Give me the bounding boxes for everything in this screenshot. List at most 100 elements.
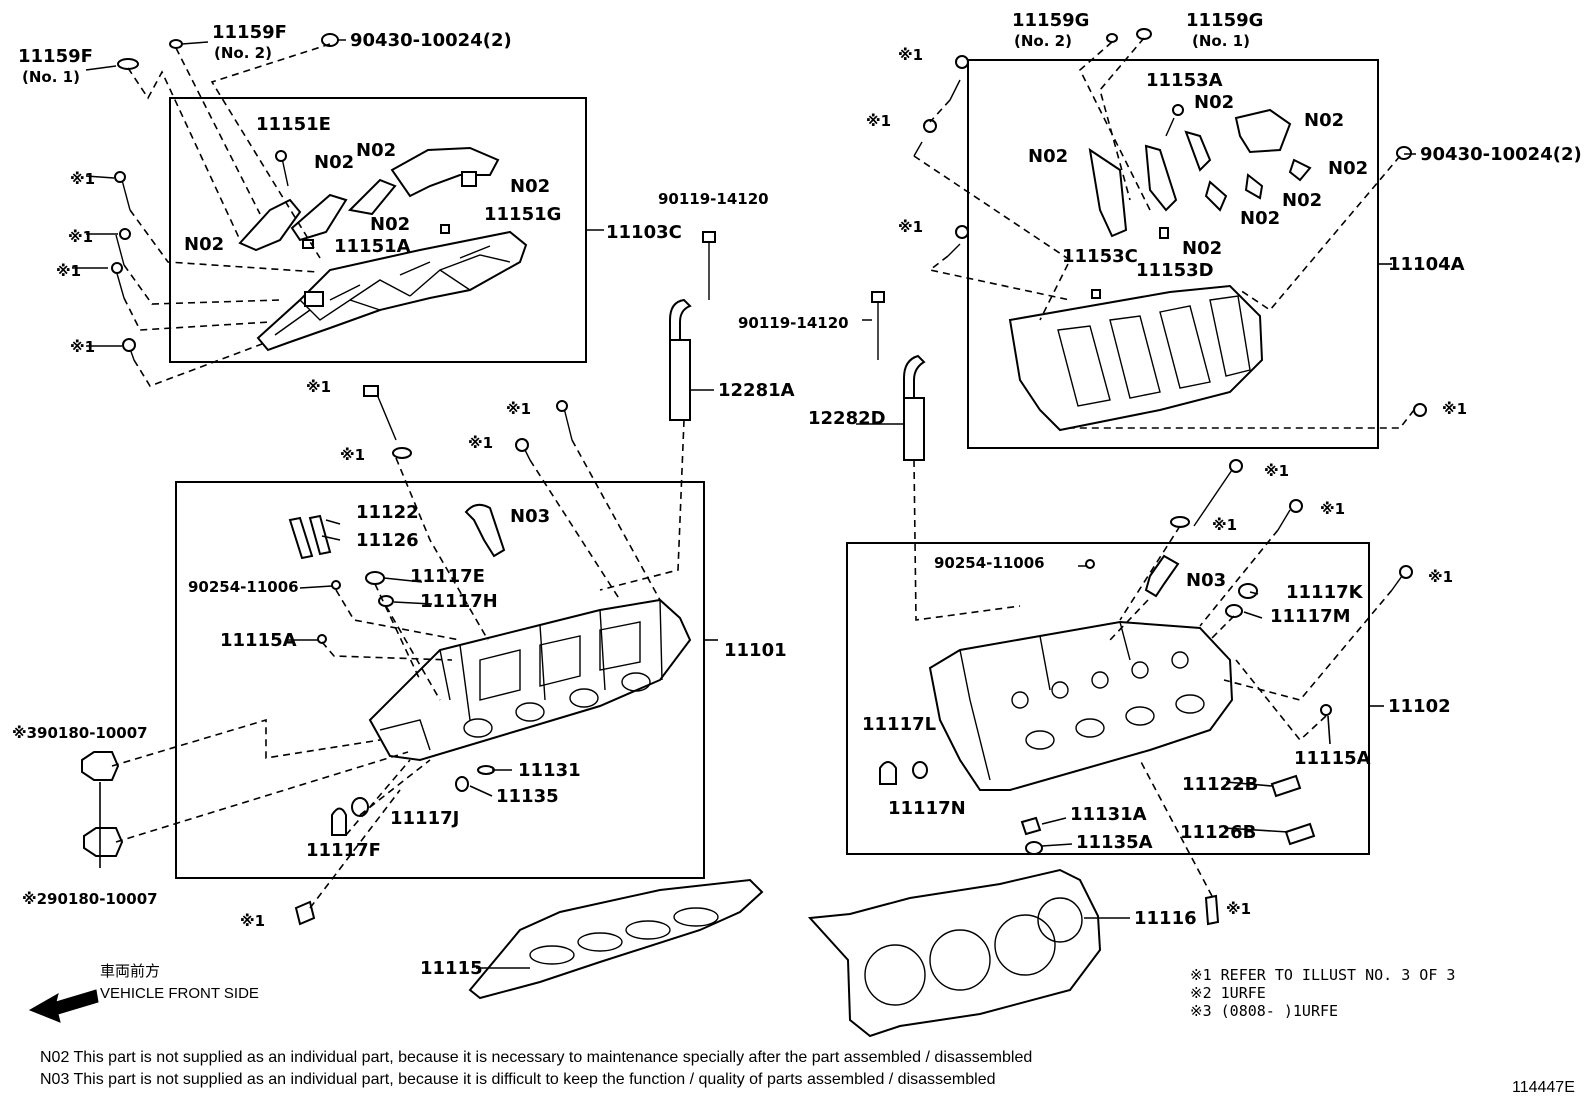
cam-housing-right-drawing <box>913 28 1427 432</box>
label-N02-e: N02 <box>184 234 224 255</box>
part-labels: 11159F (No. 1) 11159F (No. 2) 90430-1002… <box>12 10 1582 979</box>
label-290180: ※290180-10007 <box>22 890 158 908</box>
cylinder-head-left-box <box>175 481 705 879</box>
cam-housing-right-box <box>967 59 1379 449</box>
label-ref1-e: ※1 <box>306 378 331 396</box>
label-11117K: 11117K <box>1286 582 1364 603</box>
label-11117M: 11117M <box>1270 606 1351 627</box>
label-N02-d: N02 <box>370 214 410 235</box>
cylinder-head-right-box <box>846 542 1370 855</box>
footnote-n02: N02 This part is not supplied as an indi… <box>40 1049 1032 1066</box>
label-11117H: 11117H <box>420 591 498 612</box>
gasket-right-drawing <box>807 868 1102 1038</box>
label-11153C: 11153C <box>1062 246 1138 267</box>
label-90254-b: 90254-11006 <box>934 554 1045 572</box>
label-ref1-b: ※1 <box>68 228 93 246</box>
label-11117L: 11117L <box>862 714 936 735</box>
leader-lines-right-head <box>1109 525 1393 897</box>
cam-housing-left-drawing <box>111 33 528 361</box>
label-11117N: 11117N <box>888 798 966 819</box>
label-11135: 11135 <box>496 786 559 807</box>
label-90430-left: 90430-10024(2) <box>350 30 512 51</box>
reference-notes: ※1 REFER TO ILLUST NO. 3 OF 3 ※2 1URFE ※… <box>1190 966 1455 1020</box>
leader-lines-left-head <box>99 439 718 909</box>
label-N03-b: N03 <box>1186 570 1226 591</box>
leader-lines-left-top <box>123 43 604 387</box>
label-ref1-o: ※1 <box>1212 516 1237 534</box>
diagram-id: 114447E <box>1512 1079 1575 1096</box>
label-ref1-i: ※1 <box>240 912 265 930</box>
label-ref1-l: ※1 <box>898 218 923 236</box>
label-11131A: 11131A <box>1070 804 1147 825</box>
leader-lines-right-top <box>913 37 1415 429</box>
label-90254-a: 90254-11006 <box>188 578 299 596</box>
label-ref1-f: ※1 <box>340 446 365 464</box>
label-11126: 11126 <box>356 530 419 551</box>
label-ref1-p: ※1 <box>1320 500 1345 518</box>
label-11104A: 11104A <box>1388 254 1465 275</box>
footnote-n03: N03 This part is not supplied as an indi… <box>40 1071 996 1088</box>
label-90430-right: 90430-10024(2) <box>1420 144 1582 165</box>
label-11159G-no2-sub: (No. 2) <box>1014 32 1072 50</box>
label-ref1-a: ※1 <box>70 170 95 188</box>
label-11159F-no2: 11159F <box>212 22 287 43</box>
label-N02-g: N02 <box>1304 110 1344 131</box>
label-11159G-no1: 11159G <box>1186 10 1263 31</box>
label-N02-a: N02 <box>314 152 354 173</box>
label-90119-b: 90119-14120 <box>738 314 849 332</box>
direction-legend: 車両前方 VEHICLE FRONT SIDE <box>100 963 259 1002</box>
label-leaders <box>72 39 1416 969</box>
direction-jp: 車両前方 <box>100 963 160 980</box>
label-11126B: 11126B <box>1180 822 1256 843</box>
label-ref1-h: ※1 <box>468 434 493 452</box>
label-11115A-left: 11115A <box>220 630 297 651</box>
label-11103C: 11103C <box>606 222 682 243</box>
label-11131: 11131 <box>518 760 581 781</box>
gasket-left-drawing <box>468 878 764 1000</box>
label-ref1-g: ※1 <box>506 400 531 418</box>
label-ref1-r: ※1 <box>1226 900 1251 918</box>
label-N02-c: N02 <box>510 176 550 197</box>
label-11117F: 11117F <box>306 840 381 861</box>
vehicle-front-arrow-icon <box>28 989 99 1023</box>
label-90119-a: 90119-14120 <box>658 190 769 208</box>
label-11117J: 11117J <box>390 808 459 829</box>
label-ref1-j: ※1 <box>898 46 923 64</box>
label-11151E: 11151E <box>256 114 331 135</box>
label-11159F-no2-sub: (No. 2) <box>214 44 272 62</box>
label-11116: 11116 <box>1134 908 1197 929</box>
label-ref1-k: ※1 <box>866 112 891 130</box>
label-11153D: 11153D <box>1136 260 1214 281</box>
label-ref1-c: ※1 <box>56 262 81 280</box>
label-11159G-no1-sub: (No. 1) <box>1192 32 1250 50</box>
cylinder-head-left-drawing <box>81 385 692 926</box>
label-N02-b: N02 <box>356 140 396 161</box>
label-12282D: 12282D <box>808 408 886 429</box>
label-11153A: 11153A <box>1146 70 1223 91</box>
label-11135A: 11135A <box>1076 832 1153 853</box>
label-11115A-right: 11115A <box>1294 748 1371 769</box>
label-11122: 11122 <box>356 502 419 523</box>
label-390180: ※390180-10007 <box>12 724 148 742</box>
note-ref2: ※2 1URFE <box>1190 984 1266 1002</box>
cylinder-head-right-drawing <box>879 459 1413 926</box>
label-11101: 11101 <box>724 640 787 661</box>
label-11117E: 11117E <box>410 566 485 587</box>
label-11102: 11102 <box>1388 696 1451 717</box>
note-ref1: ※1 REFER TO ILLUST NO. 3 OF 3 <box>1190 966 1455 984</box>
label-ref1-n: ※1 <box>1264 462 1289 480</box>
footnotes: N02 This part is not supplied as an indi… <box>40 1049 1032 1088</box>
label-11151A: 11151A <box>334 236 411 257</box>
label-11151G: 11151G <box>484 204 561 225</box>
label-N02-h: N02 <box>1028 146 1068 167</box>
label-ref1-d: ※1 <box>70 338 95 356</box>
label-12281A: 12281A <box>718 380 795 401</box>
label-N02-l: N02 <box>1182 238 1222 259</box>
label-N03-a: N03 <box>510 506 550 527</box>
label-11159G-no2: 11159G <box>1012 10 1089 31</box>
label-N02-k: N02 <box>1240 208 1280 229</box>
label-N02-f: N02 <box>1194 92 1234 113</box>
label-N02-j: N02 <box>1282 190 1322 211</box>
label-11159F-no1: 11159F <box>18 46 93 67</box>
